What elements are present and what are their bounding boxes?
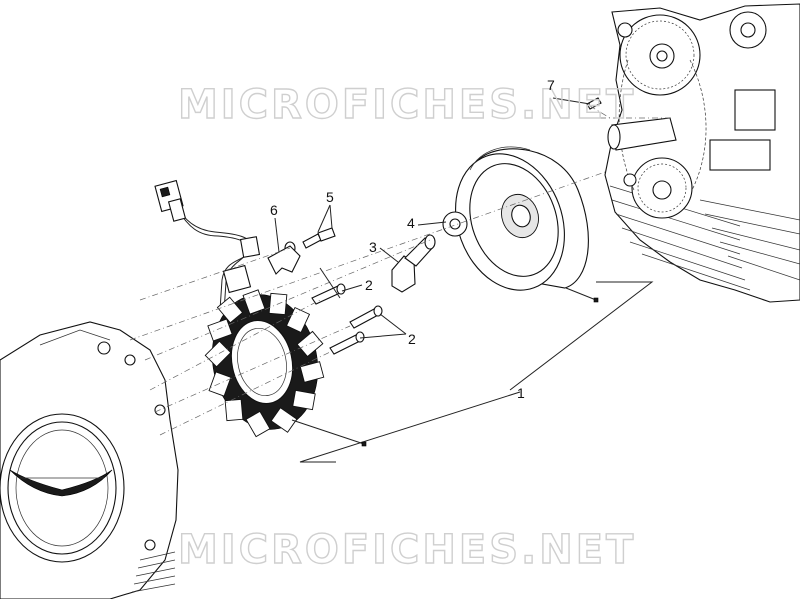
callout-part-6: 6 [270,202,278,218]
leader-lines [274,97,654,463]
callout-part-1: 1 [517,385,525,401]
callout-part-7: 7 [547,77,555,93]
flywheel-rotor [455,146,589,291]
callout-part-5: 5 [326,189,334,205]
flywheel-bolt [391,234,436,293]
generator-cover [0,321,179,599]
stator [154,179,325,438]
assembly-axis-lines [129,105,670,436]
cable-clamp [267,245,301,275]
callout-part-4: 4 [407,215,415,231]
callout-part-2-lower: 2 [408,331,416,347]
engine-block [604,3,800,303]
washer [442,211,468,237]
watermark-top: MICROFICHES.NET [178,82,636,128]
callout-part-2-upper: 2 [365,277,373,293]
callout-part-3: 3 [369,239,377,255]
watermark-bottom: MICROFICHES.NET [178,527,636,573]
